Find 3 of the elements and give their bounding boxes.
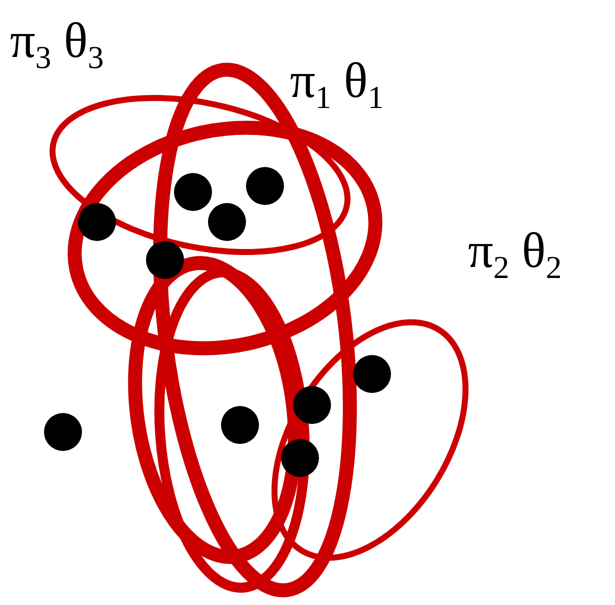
cluster-label: π$_{3}$ θ$_{3}$ [10, 15, 104, 73]
cluster-label: π$_{1}$ θ$_{1}$ [290, 55, 384, 113]
cluster-label: π$_{2}$ θ$_{2}$ [468, 225, 562, 283]
